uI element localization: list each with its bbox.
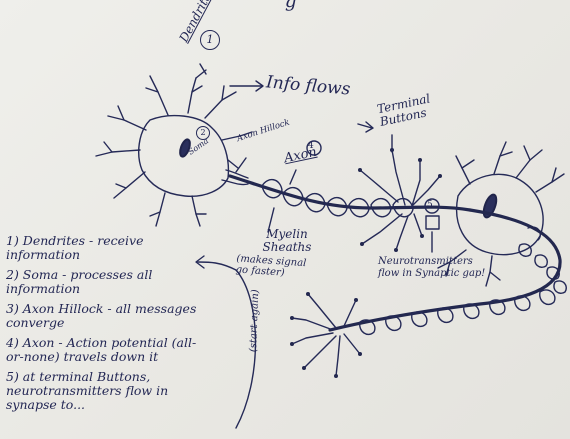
list-item: 2) Soma - processes all information — [6, 268, 206, 296]
marker-4: 4 — [308, 141, 314, 151]
cropped-title: g — [285, 0, 297, 12]
synapse-box — [426, 216, 439, 229]
marker-1: 1 — [200, 30, 220, 50]
neuron-left-drawing — [96, 70, 252, 226]
marker-5: 5 — [427, 200, 433, 210]
list-item: 3) Axon Hillock - all messages converge — [6, 302, 206, 330]
list-item: 1) Dendrites - receive information — [6, 234, 206, 262]
label-neurotransmitters: Neurotransmitters flow in Synaptic gap! — [378, 256, 488, 280]
numbered-list: 1) Dendrites - receive information 2) So… — [6, 234, 206, 412]
label-start-again: (start again) — [248, 289, 261, 352]
terminal-fan-lower — [290, 292, 362, 378]
label-myelin-sheaths: Myelin Sheaths — [252, 228, 322, 254]
marker-2: 2 — [196, 126, 210, 140]
list-item: 5) at terminal Buttons, neurotransmitter… — [6, 370, 206, 412]
myelin-sheaths — [262, 180, 413, 217]
terminal-buttons-drawing — [358, 135, 442, 252]
list-item: 4) Axon - Action potential (all-or-none)… — [6, 336, 206, 364]
